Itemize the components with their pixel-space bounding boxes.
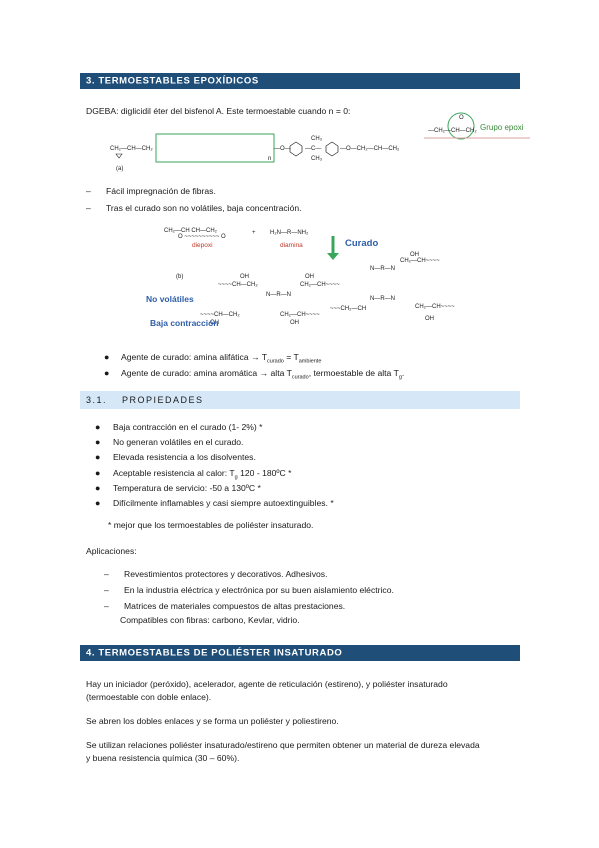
- list-item: –Revestimientos protectores y decorativo…: [104, 569, 328, 579]
- list-item: ●Agente de curado: amina alifática → Tcu…: [104, 352, 322, 365]
- list-item: –Matrices de materiales compuestos de al…: [104, 601, 346, 611]
- dgeba-structure: CH₂—CH—CH₂ —O— —C— CH₃ CH₃ —O—CH₂—CH—CH₂…: [110, 133, 400, 172]
- dash-list: –Fácil impregnación de fibras. –Tras el …: [86, 186, 506, 220]
- aplicaciones-label: Aplicaciones:: [86, 546, 137, 556]
- svg-text:CH₂—CH CH—CH₂: CH₂—CH CH—CH₂: [164, 228, 218, 234]
- svg-text:N—R—N: N—R—N: [370, 296, 395, 302]
- svg-text:OH: OH: [210, 320, 219, 326]
- diamina-formula: H₂N—R—NH₂: [270, 230, 309, 236]
- list-item: –En la industria eléctrica y electrónica…: [104, 585, 394, 595]
- note-text: * mejor que los termoestables de poliést…: [108, 520, 314, 530]
- repeat-n: n: [268, 156, 271, 162]
- compatibles-text: Compatibles con fibras: carbono, Kevlar,…: [120, 615, 300, 625]
- section-3-title: 3. TERMOESTABLES EPOXÍDICOS: [86, 75, 259, 87]
- fig-a-label: (a): [116, 166, 123, 172]
- paragraph-line: Se utilizan relaciones poliéster insatur…: [86, 740, 480, 750]
- svg-text:CH₂—CH~~~~: CH₂—CH~~~~: [280, 312, 320, 318]
- svg-text:CH₂—CH~~~~: CH₂—CH~~~~: [300, 282, 340, 288]
- section-3-1-title: PROPIEDADES: [122, 395, 204, 405]
- list-item: ●Difícilmente inflamables y casi siempre…: [95, 497, 334, 508]
- svg-text:CH₃: CH₃: [311, 136, 323, 142]
- svg-text:CH₃: CH₃: [311, 156, 323, 162]
- list-item: ●Temperatura de servicio: -50 a 130ºC *: [95, 482, 261, 493]
- propiedades-list: ●Baja contracción en el curado (1- 2%) *…: [95, 422, 515, 513]
- svg-text:OH: OH: [410, 252, 419, 258]
- list-item: ●Agente de curado: amina aromática → alt…: [104, 368, 405, 381]
- paragraph-line: Se abren los dobles enlaces y se forma u…: [86, 716, 339, 726]
- dgeba-text: DGEBA: diglicidil éter del bisfenol A. E…: [86, 106, 351, 116]
- svg-text:CH₂—CH—CH₂: CH₂—CH—CH₂: [110, 146, 153, 152]
- list-item: –Fácil impregnación de fibras.: [86, 186, 216, 196]
- paragraph-line: y buena resistencia química (30 – 60%).: [86, 753, 240, 763]
- svg-text:N—R—N: N—R—N: [370, 266, 395, 272]
- svg-text:OH: OH: [240, 274, 249, 280]
- diepoxi-label: diepoxi: [192, 242, 213, 249]
- epoxy-group-figure: O —CH₂—CH—CH₂ Grupo epoxi: [424, 112, 530, 140]
- list-item: –Tras el curado son no volátiles, baja c…: [86, 203, 302, 213]
- agentes-list: ●Agente de curado: amina alifática → Tcu…: [104, 352, 524, 384]
- svg-text:O: O: [459, 115, 464, 121]
- fig-b-label: (b): [176, 274, 183, 280]
- section-3-1-header: 3.1. PROPIEDADES: [80, 391, 520, 409]
- svg-text:~~~~CH—CH₂: ~~~~CH—CH₂: [218, 282, 258, 288]
- svg-text:CH₂—CH~~~~: CH₂—CH~~~~: [415, 304, 455, 310]
- curado-label: Curado: [345, 238, 378, 249]
- epoxy-group-label: Grupo epoxi: [480, 123, 524, 132]
- paragraph-line: Hay un iniciador (peróxido), acelerador,…: [86, 679, 448, 689]
- curing-diagram: CH₂—CH CH—CH₂ O ~~~~~~~~~~ O diepoxi + H…: [146, 228, 455, 328]
- paragraph-line: (termoestable con doble enlace).: [86, 692, 212, 702]
- list-item: ●Baja contracción en el curado (1- 2%) *: [95, 422, 263, 432]
- svg-text:OH: OH: [290, 320, 299, 326]
- svg-text:—O—CH₂—CH—CH₂: —O—CH₂—CH—CH₂: [340, 146, 400, 152]
- section-3-header: 3. TERMOESTABLES EPOXÍDICOS: [80, 73, 520, 89]
- svg-text:~~~CH₂—CH: ~~~CH₂—CH: [330, 306, 366, 312]
- list-item: ●Aceptable resistencia al calor: Tg 120 …: [95, 467, 292, 481]
- section-4-title: 4. TERMOESTABLES DE POLIÉSTER INSATURADO: [86, 647, 343, 659]
- svg-text:N—R—N: N—R—N: [266, 292, 291, 298]
- section-3-1-number: 3.1.: [86, 395, 108, 405]
- list-item: ●Elevada resistencia a los disolventes.: [95, 452, 256, 463]
- no-volatiles-label: No volátiles: [146, 294, 194, 304]
- svg-text:—O—: —O—: [274, 146, 291, 152]
- svg-text:OH: OH: [425, 316, 434, 322]
- curado-arrow-icon: [327, 253, 339, 260]
- svg-text:CH₂—CH~~~~: CH₂—CH~~~~: [400, 258, 440, 264]
- diamina-label: diamina: [280, 242, 303, 249]
- svg-text:~~~~CH—CH₂: ~~~~CH—CH₂: [200, 312, 240, 318]
- svg-text:—CH₂—CH—CH₂: —CH₂—CH—CH₂: [428, 128, 477, 134]
- list-item: ●No generan volátiles en el curado.: [95, 437, 244, 448]
- svg-text:OH: OH: [305, 274, 314, 280]
- baja-contraccion-label: Baja contracción: [150, 318, 219, 328]
- svg-text:+: +: [252, 230, 256, 236]
- aplicaciones-list: –Revestimientos protectores y decorativo…: [104, 569, 524, 629]
- svg-text:O ~~~~~~~~~~ O: O ~~~~~~~~~~ O: [178, 234, 226, 240]
- svg-text:—C—: —C—: [305, 146, 321, 152]
- section-4-header: 4. TERMOESTABLES DE POLIÉSTER INSATURADO: [80, 645, 520, 661]
